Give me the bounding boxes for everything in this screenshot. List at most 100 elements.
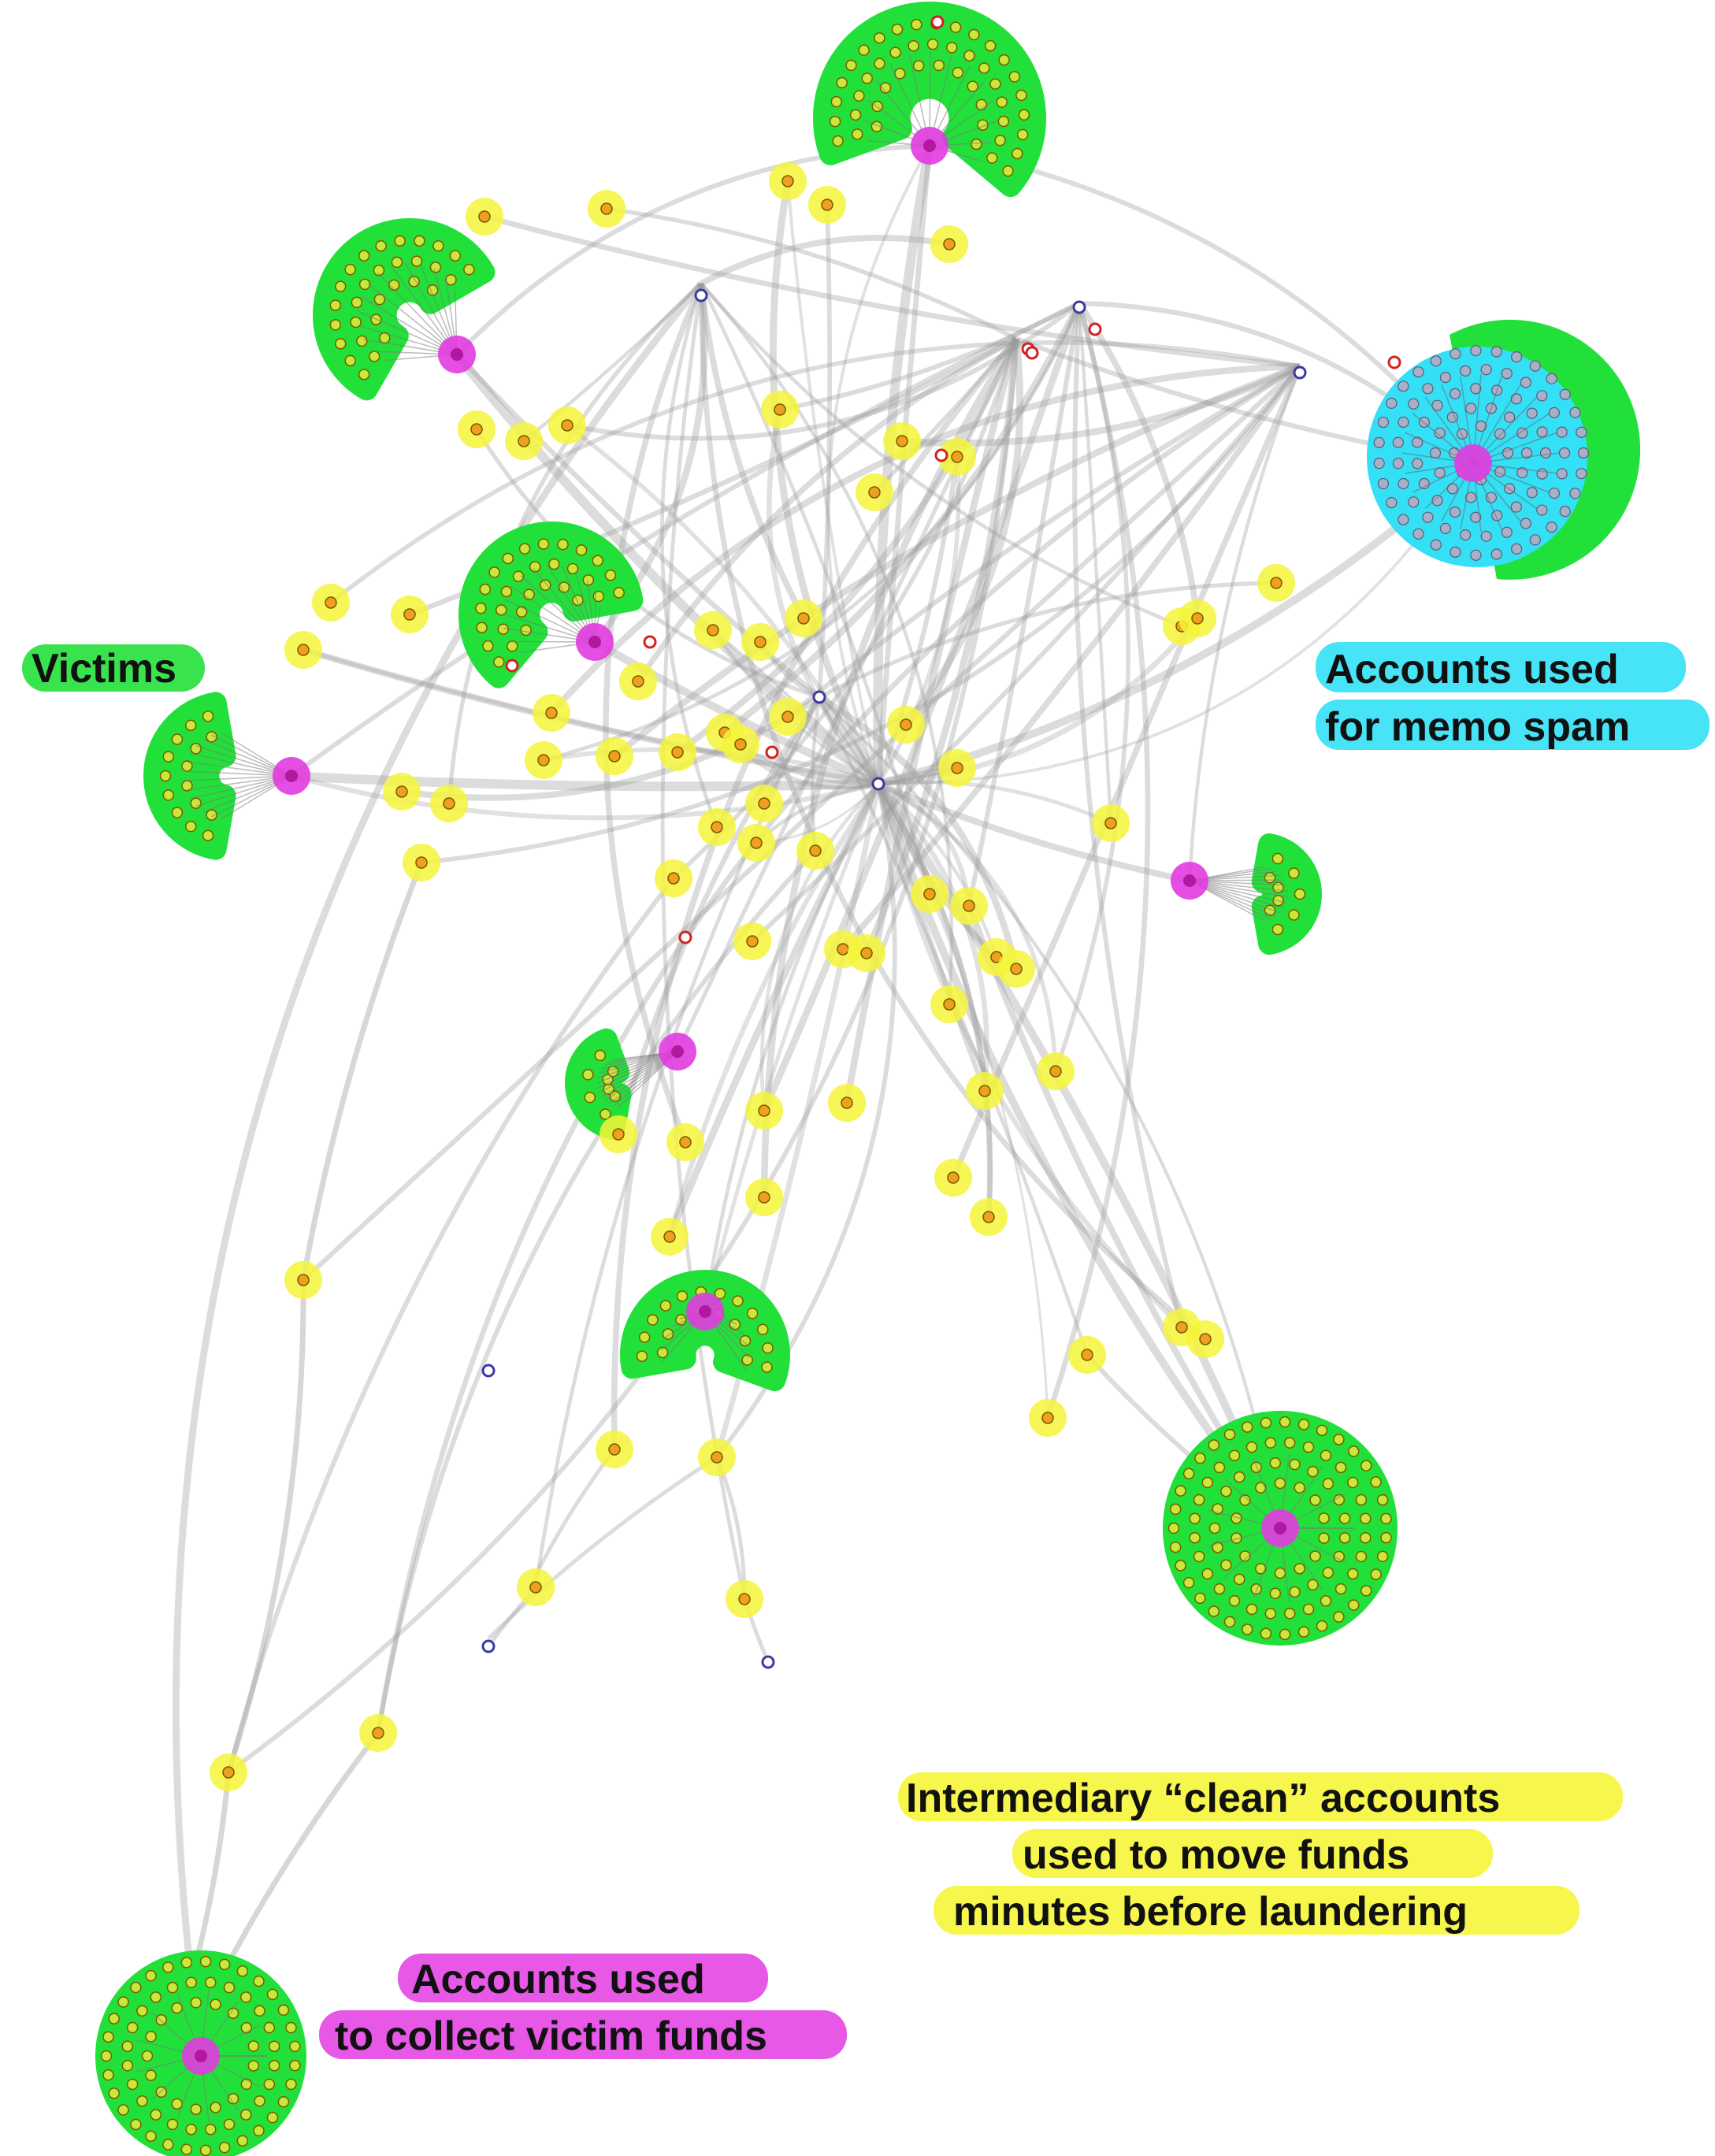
edge [817,204,833,698]
cluster-memo-spam [1367,319,1641,580]
victim-node [247,2060,260,2072]
memo-spam-node [1422,383,1434,395]
victim-node [557,538,569,551]
victim-node [130,1981,142,1994]
victim-node [520,624,532,636]
victim-node [1213,1583,1226,1595]
victim-node [879,82,892,94]
intermediary-label-line1: Intermediary “clean” accounts [906,1776,1500,1821]
victim-node [845,59,857,72]
victim-node [874,58,885,69]
memo-spam-label-line2: for memo spam [1325,704,1630,750]
victim-node [329,319,342,331]
intermediary-dot [750,837,763,849]
hub-node-icon [1072,300,1086,314]
victim-node [1307,1465,1319,1478]
intermediary-node [726,1580,763,1618]
victim-node [836,76,848,89]
hub-node-icon [761,1655,775,1669]
victim-node [592,555,603,567]
victim-node [1360,1512,1372,1525]
intermediary-node [619,662,657,700]
intermediary-dot [325,596,337,609]
edge [487,1455,718,1640]
intermediary-highlight-2 [1012,1829,1493,1878]
collector-core [285,770,298,782]
edge [700,282,1182,629]
victim-node [1333,1611,1345,1623]
victim-node [1274,1567,1286,1579]
victim-node [1002,165,1014,177]
collector-label-line2: to collect victim funds [335,2013,767,2059]
victim-node [205,1976,217,1989]
victim-node [1220,1485,1232,1497]
collector-core [699,1305,711,1318]
edge [818,696,1090,1356]
intermediary-dot [923,888,936,900]
memo-spam-node [1408,496,1420,508]
victim-node [1201,1568,1213,1580]
legend-victims: Victims [22,644,205,692]
victim-node [978,62,990,74]
memo-spam-node [1450,546,1461,558]
victim-node [180,2143,193,2155]
edge [876,783,987,1093]
edge-layer [173,143,1476,2057]
intermediary-node [391,596,429,633]
victim-node [289,2040,301,2053]
victim-node [1289,1586,1301,1598]
victim-node [853,90,865,102]
victim-node [1212,1503,1223,1515]
victim-node [1335,1583,1347,1595]
intermediary-node [596,1431,633,1468]
edge [302,647,879,788]
victim-node [263,2021,276,2034]
intermediary-node [848,934,885,972]
victim-node [184,820,197,833]
victim-node [236,1965,249,1977]
victim-node [575,544,588,556]
victim-node [1288,867,1300,879]
intermediary-node [930,225,968,263]
intermediary-node [769,162,807,200]
victim-node [117,1996,129,2008]
intermediary-node [525,741,562,779]
memo-spam-node [1511,351,1523,363]
victim-node [739,1334,752,1347]
victim-node [1279,1416,1291,1428]
intermediary-highlight-3 [934,1886,1580,1935]
intermediary-dot [545,707,558,719]
victim-node [832,135,844,147]
edge [863,338,1020,955]
intermediary-dot [518,435,530,447]
victim-node [1193,1550,1205,1563]
victim-node [858,44,870,56]
intermediary-dot [529,1581,542,1594]
victim-node [285,2078,297,2091]
victim-node [121,2040,134,2052]
edge [227,338,1019,1775]
memo-spam-node [1373,458,1385,469]
intermediary-node [997,950,1035,988]
victim-node [1309,1494,1321,1506]
victim-node [1294,888,1306,900]
victim-node [368,351,380,362]
victim-node [206,809,217,821]
victim-node [117,2104,129,2116]
edge [877,781,1190,884]
cluster-bottom-left [95,1950,306,2156]
victim-node [676,1290,689,1302]
intermediary-node [938,438,976,476]
victim-node [1348,1445,1360,1457]
intermediary-node [1068,1336,1106,1374]
memo-spam-node [1392,458,1404,469]
victim-node [373,264,385,276]
victim-node [266,1988,279,2001]
victim-node [1338,1512,1351,1524]
victim-node [1297,1626,1310,1638]
victim-node [874,32,885,44]
victim-node [963,50,975,61]
intermediary-node [548,406,586,444]
victim-node [126,2078,139,2091]
victim-node [638,1331,651,1343]
